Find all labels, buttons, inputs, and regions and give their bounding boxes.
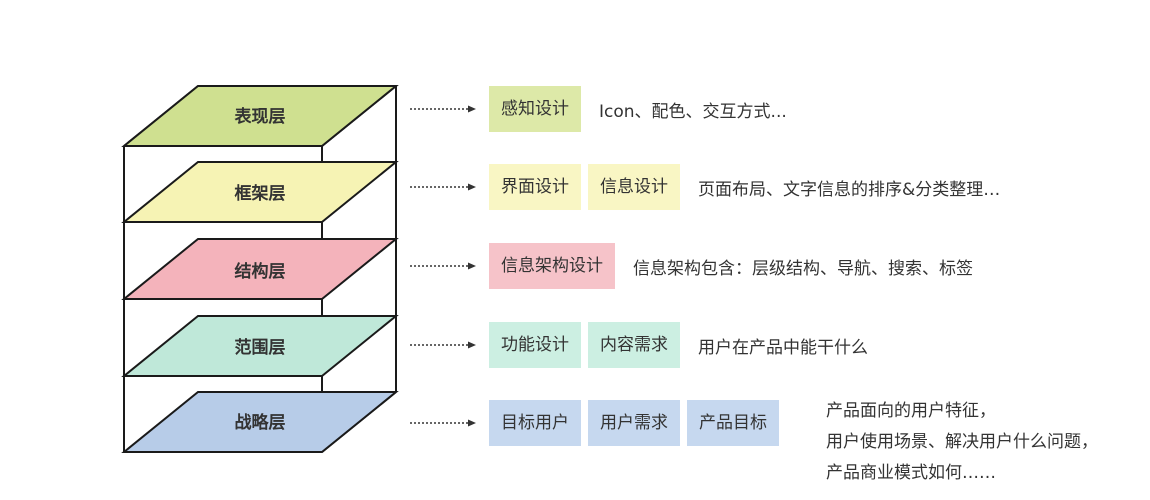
plane-skeleton	[121, 161, 399, 223]
row-structure: 信息架构设计 信息架构包含：层级结构、导航、搜索、标签	[489, 243, 973, 289]
tag-product-goals: 产品目标	[687, 400, 779, 446]
tag-information-architecture-design: 信息架构设计	[489, 243, 615, 289]
plane-surface	[121, 85, 399, 147]
dotted-arrow-icon	[410, 105, 476, 113]
tag-target-users: 目标用户	[489, 400, 581, 446]
layer-plane-surface: 表现层	[121, 85, 399, 147]
desc-skeleton: 页面布局、文字信息的排序&分类整理…	[698, 179, 1001, 200]
desc-surface: Icon、配色、交互方式...	[599, 101, 787, 122]
layer-plane-structure: 结构层	[121, 238, 399, 300]
layer-label-skeleton: 框架层	[235, 183, 286, 204]
tag-perception-design: 感知设计	[489, 86, 581, 132]
tag-interface-design: 界面设计	[489, 164, 581, 210]
layer-label-strategy: 战略层	[235, 412, 286, 433]
row-skeleton: 界面设计 信息设计 页面布局、文字信息的排序&分类整理…	[489, 164, 1000, 210]
plane-structure	[121, 238, 399, 300]
layer-label-scope: 范围层	[235, 337, 286, 358]
desc-strategy-line: 产品面向的用户特征，	[826, 401, 996, 421]
dotted-arrow-icon	[410, 183, 476, 191]
desc-strategy-line: 用户使用场景、解决用户什么问题，	[826, 432, 1098, 452]
row-strategy: 目标用户 用户需求 产品目标	[489, 400, 786, 446]
row-scope: 功能设计 内容需求 用户在产品中能干什么	[489, 322, 868, 368]
layer-label-surface: 表现层	[235, 106, 286, 127]
dotted-arrow-icon	[410, 419, 476, 427]
desc-strategy: 产品面向的用户特征， 用户使用场景、解决用户什么问题， 产品商业模式如何……	[826, 396, 1098, 489]
layer-plane-scope: 范围层	[121, 315, 399, 377]
plane-strategy	[121, 391, 399, 453]
plane-scope	[121, 315, 399, 377]
tag-user-needs: 用户需求	[588, 400, 680, 446]
desc-strategy-line: 产品商业模式如何……	[826, 463, 996, 483]
tag-content-requirements: 内容需求	[588, 322, 680, 368]
dotted-arrow-icon	[410, 341, 476, 349]
desc-structure: 信息架构包含：层级结构、导航、搜索、标签	[633, 258, 973, 279]
layer-stack-diagram: 表现层 框架层 结构层 范围层 战略层	[121, 85, 399, 453]
dotted-arrow-icon	[410, 262, 476, 270]
row-surface: 感知设计 Icon、配色、交互方式...	[489, 86, 787, 132]
desc-scope: 用户在产品中能干什么	[698, 337, 868, 358]
layer-plane-strategy: 战略层	[121, 391, 399, 453]
tag-information-design: 信息设计	[588, 164, 680, 210]
layer-plane-skeleton: 框架层	[121, 161, 399, 223]
layer-label-structure: 结构层	[235, 261, 286, 282]
tag-function-design: 功能设计	[489, 322, 581, 368]
